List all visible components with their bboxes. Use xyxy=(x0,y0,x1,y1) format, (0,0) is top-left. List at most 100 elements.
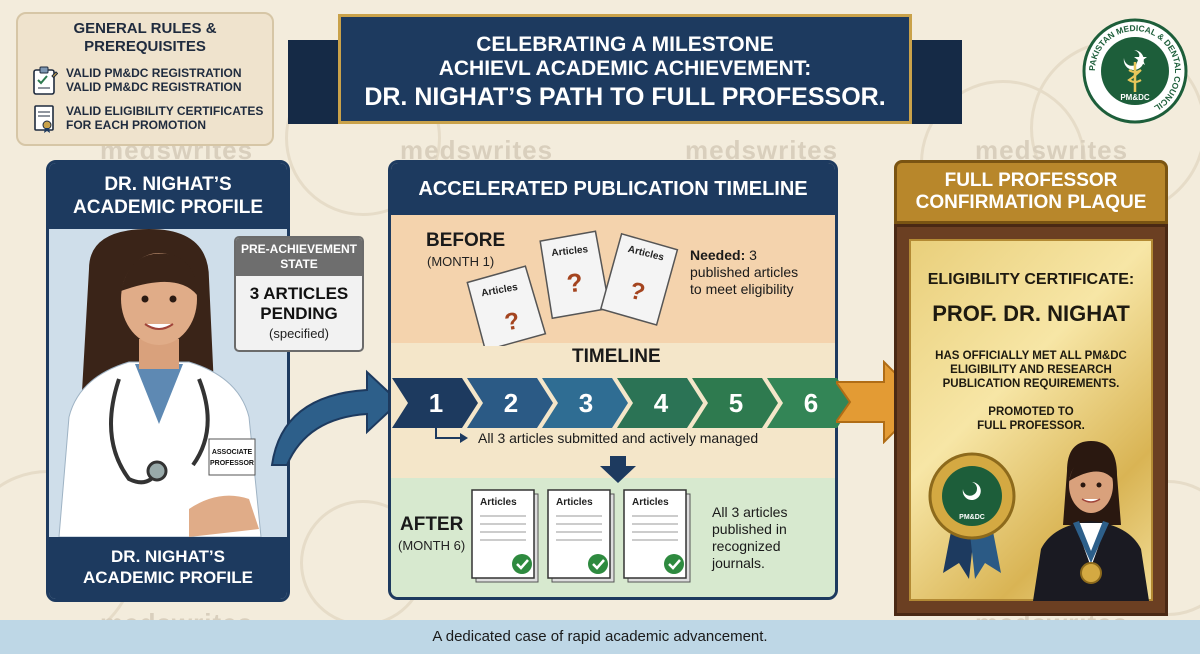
profile-title-line: ACADEMIC PROFILE xyxy=(73,197,263,218)
profile-footer-line: ACADEMIC PROFILE xyxy=(83,568,253,587)
pmdc-seal-icon: PM&DC xyxy=(928,452,1016,579)
after-line: All 3 articles xyxy=(712,504,788,520)
check-icon xyxy=(512,554,532,574)
plaque-body: HAS OFFICIALLY MET ALL PM&DC ELIGIBILITY… xyxy=(911,349,1151,391)
after-line: recognized journals. xyxy=(712,538,781,571)
check-icon xyxy=(664,554,684,574)
step-chevron xyxy=(692,378,778,428)
check-icon xyxy=(588,554,608,574)
profile-title-line: DR. NIGHAT’S xyxy=(104,174,232,195)
banner-line: CELEBRATING A MILESTONE xyxy=(476,33,774,56)
rules-title: GENERAL RULES & PREREQUISITES xyxy=(73,20,217,55)
plaque-body-line: ELIGIBILITY AND RESEARCH xyxy=(950,364,1112,376)
certificate-icon xyxy=(34,105,54,133)
needed-note: Needed: 3 published articles to meet eli… xyxy=(690,247,830,298)
badge-line: PROFESSOR xyxy=(210,460,254,467)
seal-abbr: PM&DC xyxy=(959,514,985,521)
svg-text:?: ? xyxy=(565,267,584,298)
pre-state-header: PRE-ACHIEVEMENT STATE xyxy=(236,238,362,276)
article-label: Articles xyxy=(556,497,593,508)
profile-panel: DR. NIGHAT’S ACADEMIC PROFILE ASSOCIATE … xyxy=(46,160,290,602)
doctor-portrait: ASSOCIATE PROFESSOR xyxy=(58,229,262,537)
needed-line: published articles xyxy=(690,264,799,280)
timeline-steps-track xyxy=(392,378,853,428)
needed-bold: Needed: xyxy=(690,247,746,263)
step-number: 2 xyxy=(503,387,519,418)
profile-title: DR. NIGHAT’S ACADEMIC PROFILE xyxy=(49,163,287,229)
before-sub: (MONTH 1) xyxy=(427,254,495,269)
step-number: 1 xyxy=(428,387,444,418)
footer-caption: A dedicated case of rapid academic advan… xyxy=(0,620,1200,654)
svg-text:?: ? xyxy=(627,277,648,307)
step-number: 3 xyxy=(578,387,594,418)
pre-state-sub: (specified) xyxy=(269,326,329,341)
pre-state-header-line: PRE-ACHIEVEMENT xyxy=(240,242,357,256)
rules-panel: GENERAL RULES & PREREQUISITES VALID PM&D… xyxy=(16,12,274,146)
article-label: Articles xyxy=(632,497,669,508)
pre-achievement-card: PRE-ACHIEVEMENT STATE 3 ARTICLES PENDING… xyxy=(234,236,364,352)
curved-arrow-icon xyxy=(270,369,401,466)
pending-article-doc: Articles ? xyxy=(466,265,547,346)
plaque-name: PROF. DR. NIGHAT xyxy=(932,301,1130,326)
rule-line: VALID PM&DC REGISTRATION xyxy=(66,80,242,94)
pending-articles: Articles ? Articles ? Articles ? xyxy=(466,230,679,346)
rule-item: VALID ELIGIBILITY CERTIFICATES FOR EACH … xyxy=(32,104,263,134)
needed-line: to meet eligibility xyxy=(690,281,794,297)
after-note: All 3 articles published in recognized j… xyxy=(712,504,832,572)
step-chevron xyxy=(467,378,553,428)
profile-footer-line: DR. NIGHAT’S xyxy=(111,547,225,566)
plaque-header-line: FULL PROFESSOR xyxy=(944,170,1118,191)
timeline-label: TIMELINE xyxy=(572,346,661,367)
pending-article-doc: Articles ? xyxy=(599,232,679,326)
down-arrow-icon xyxy=(600,456,636,483)
badge-line: ASSOCIATE xyxy=(212,449,253,456)
step-chevron xyxy=(542,378,628,428)
professor-portrait xyxy=(1033,441,1149,601)
step-chevron xyxy=(392,378,478,428)
pre-state-value: 3 ARTICLES PENDING xyxy=(236,284,362,324)
published-article-doc: Articles xyxy=(471,489,539,583)
logo-abbr: PM&DC xyxy=(1120,93,1150,102)
step-note-arrow-icon xyxy=(435,424,468,443)
timeline-title: ACCELERATED PUBLICATION TIMELINE xyxy=(391,163,835,215)
before-label: BEFORE xyxy=(426,230,506,251)
plaque-promo-line: FULL PROFESSOR. xyxy=(977,420,1085,432)
step-note: All 3 articles submitted and actively ma… xyxy=(478,430,759,446)
pending-article-doc: Articles ? xyxy=(539,230,611,320)
step-number: 4 xyxy=(653,387,669,418)
ribbon-left-end xyxy=(288,40,344,124)
after-sub: (MONTH 6) xyxy=(398,538,466,553)
rule-line: FOR EACH PROMOTION xyxy=(66,118,206,132)
article-label: Articles xyxy=(551,244,589,259)
title-banner: CELEBRATING A MILESTONE ACHIEVL ACADEMIC… xyxy=(338,14,912,124)
step-chevron xyxy=(767,378,853,428)
cert-label: ELIGIBILITY CERTIFICATE: xyxy=(927,271,1135,288)
clipboard-check-icon xyxy=(33,66,58,95)
published-article-doc: Articles xyxy=(547,489,615,583)
rule-line: VALID PM&DC REGISTRATION xyxy=(66,66,242,80)
plaque-promo: PROMOTED TO FULL PROFESSOR. xyxy=(911,405,1151,433)
ribbon-right-end xyxy=(906,40,962,124)
pre-state-value-line: PENDING xyxy=(260,304,338,323)
published-articles: Articles Articles Articles xyxy=(471,489,691,583)
banner-title: DR. NIGHAT’S PATH TO FULL PROFESSOR. xyxy=(364,83,886,111)
step-chevron xyxy=(617,378,703,428)
confirmation-plaque: ELIGIBILITY CERTIFICATE: PROF. DR. NIGHA… xyxy=(894,224,1168,616)
profile-footer: DR. NIGHAT’S ACADEMIC PROFILE xyxy=(49,537,287,599)
plaque-body-line: HAS OFFICIALLY MET ALL PM&DC xyxy=(935,350,1127,362)
after-line: published in xyxy=(712,521,787,537)
step-number: 5 xyxy=(728,387,744,418)
banner-line: ACHIEVL ACADEMIC ACHIEVEMENT: xyxy=(438,57,812,80)
rule-item: VALID PM&DC REGISTRATION VALID PM&DC REG… xyxy=(32,66,242,96)
plaque-face: ELIGIBILITY CERTIFICATE: PROF. DR. NIGHA… xyxy=(909,239,1153,601)
pre-state-header-line: STATE xyxy=(280,257,318,271)
plaque-header-line: CONFIRMATION PLAQUE xyxy=(915,192,1147,213)
rule-line: VALID ELIGIBILITY CERTIFICATES xyxy=(66,104,264,118)
plaque-header: FULL PROFESSOR CONFIRMATION PLAQUE xyxy=(894,160,1168,224)
published-article-doc: Articles xyxy=(623,489,691,583)
after-label: AFTER xyxy=(400,514,464,535)
plaque-body-line: PUBLICATION REQUIREMENTS. xyxy=(942,378,1120,390)
pmdc-logo-icon: PAKISTAN MEDICAL & DENTAL COUNCIL PM&DC xyxy=(1082,18,1188,124)
article-label: Articles xyxy=(480,497,517,508)
svg-text:?: ? xyxy=(503,307,522,336)
